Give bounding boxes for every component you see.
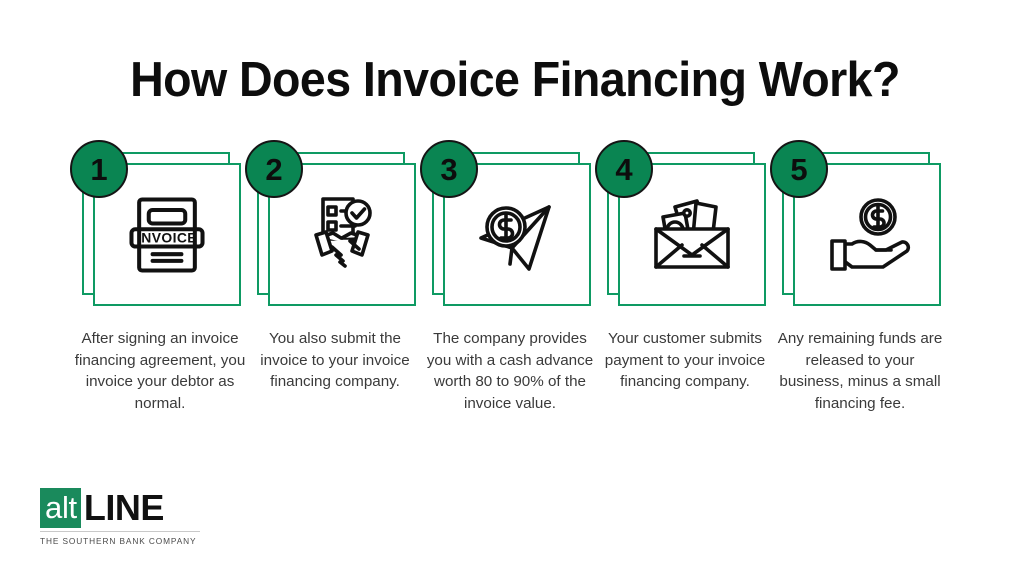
- logo-line-text: LINE: [83, 487, 165, 528]
- svg-text:INVOICE: INVOICE: [137, 229, 197, 245]
- step-caption-3: The company provides you with a cash adv…: [426, 330, 594, 412]
- invoice-document-icon: INVOICE: [93, 163, 241, 306]
- step-number-badge-1: 1: [70, 140, 128, 198]
- logo-divider: [40, 531, 200, 532]
- envelope-cash-icon: [618, 163, 766, 306]
- step-number-2: 2: [265, 151, 283, 187]
- step-card-2: 2: [245, 140, 417, 307]
- logo-wordmark: alt LINE: [40, 488, 200, 528]
- page-title: How Does Invoice Financing Work?: [130, 53, 900, 107]
- step-card-3: 3: [420, 140, 592, 307]
- step-number-3: 3: [440, 151, 458, 187]
- step-card-1: INVOICE 1: [70, 140, 242, 307]
- step-number-4: 4: [615, 151, 633, 187]
- altline-logo: alt LINE THE SOUTHERN BANK COMPANY: [40, 488, 200, 546]
- step-item-3: 3 The company provides you with a cash a…: [420, 140, 603, 412]
- step-number-badge-3: 3: [420, 140, 478, 198]
- step-caption-4: Your customer submits payment to your in…: [604, 330, 766, 391]
- dollar-coin-paper-plane-icon: [443, 163, 591, 306]
- step-number-badge-4: 4: [595, 140, 653, 198]
- step-number-badge-2: 2: [245, 140, 303, 198]
- logo-alt-mark: alt: [40, 488, 81, 528]
- step-item-2: 2 You also submit the invoice to your in…: [245, 140, 428, 390]
- handshake-checklist-icon: [268, 163, 416, 306]
- card-frame-front: [93, 163, 241, 306]
- step-card-4: 4: [595, 140, 767, 307]
- step-caption-1: After signing an invoice financing agree…: [74, 330, 246, 412]
- step-number-5: 5: [790, 151, 808, 187]
- step-item-4: 4 Your customer submits payment to your …: [595, 140, 778, 390]
- hand-holding-coin-icon: [793, 163, 941, 306]
- step-number-1: 1: [90, 151, 108, 187]
- step-number-badge-5: 5: [770, 140, 828, 198]
- step-caption-2: You also submit the invoice to your invo…: [260, 330, 410, 391]
- step-item-5: 5 Any remaining funds are released to yo…: [770, 140, 953, 412]
- step-item-1: INVOICE 1 After signing an invoice finan…: [70, 140, 253, 412]
- step-caption-5: Any remaining funds are released to your…: [777, 330, 943, 412]
- steps-row: INVOICE 1 After signing an invoice finan…: [70, 140, 962, 412]
- step-card-5: 5: [770, 140, 942, 307]
- logo-tagline: THE SOUTHERN BANK COMPANY: [40, 536, 197, 546]
